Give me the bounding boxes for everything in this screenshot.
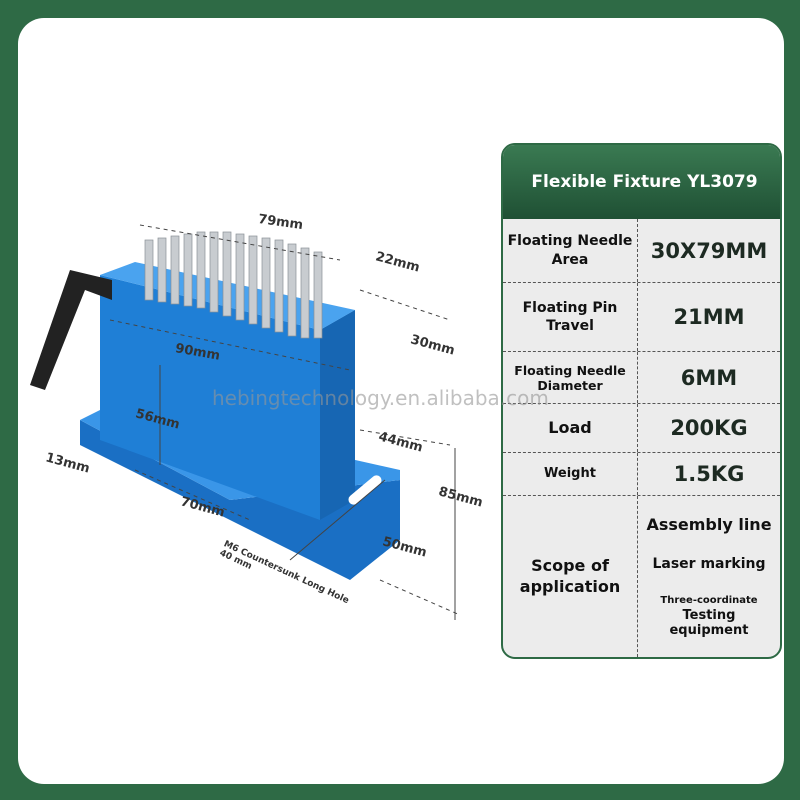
spec-label: Load: [503, 404, 638, 452]
scope-item: Three-coordinate: [660, 594, 758, 606]
spec-row: Floating Needle Area 30X79MM: [503, 219, 780, 283]
spec-row-scope: Scope of application Assembly line Laser…: [503, 496, 780, 657]
spec-label: Floating Needle Diameter: [503, 352, 638, 403]
spec-title: Flexible Fixture YL3079: [503, 145, 780, 219]
spec-row: Load 200KG: [503, 404, 780, 453]
spec-row: Weight 1.5KG: [503, 453, 780, 496]
spec-row: Floating Needle Diameter 6MM: [503, 352, 780, 404]
spec-label: Weight: [503, 453, 638, 495]
scope-item: Testing equipment: [669, 607, 749, 638]
spec-value: 30X79MM: [650, 238, 768, 263]
scope-item: Laser marking: [652, 556, 766, 573]
spec-value: 6MM: [680, 365, 738, 390]
spec-value: 21MM: [673, 305, 745, 329]
spec-label: Floating Needle Area: [503, 219, 638, 282]
spec-label: Floating Pin Travel: [503, 283, 638, 351]
spec-table: Flexible Fixture YL3079 Floating Needle …: [501, 143, 782, 659]
spec-value: 1.5KG: [673, 462, 745, 486]
spec-label: Scope of application: [503, 496, 638, 657]
spec-row: Floating Pin Travel 21MM: [503, 283, 780, 352]
scope-item: Assembly line: [646, 515, 772, 535]
spec-value: 200KG: [670, 416, 748, 440]
